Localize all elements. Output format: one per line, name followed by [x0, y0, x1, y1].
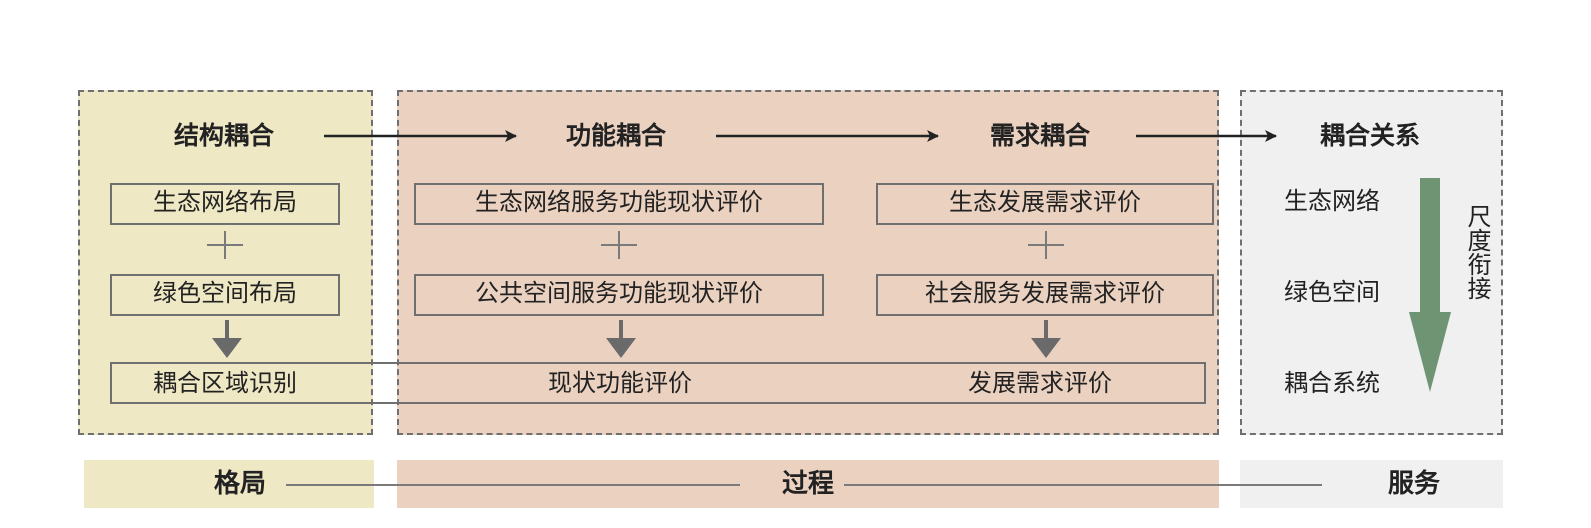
- plus-icon: [601, 231, 637, 259]
- green-space-layout-box: 绿色空间布局: [110, 274, 340, 316]
- coupling-relation-title: 耦合关系: [1319, 121, 1420, 150]
- process-label: 过程: [781, 469, 834, 499]
- plus-icon: [1028, 231, 1064, 259]
- scale-connection-label: 尺度衔接: [1463, 204, 1491, 300]
- public-space-service-status-box: 公共空间服务功能现状评价: [414, 274, 824, 316]
- down-arrow-icon: [1031, 320, 1061, 360]
- ecological-service-status-box: 生态网络服务功能现状评价: [414, 183, 824, 225]
- ecological-demand-box: 生态发展需求评价: [876, 183, 1214, 225]
- down-arrow-icon: [212, 320, 242, 360]
- service-label: 服务: [1387, 469, 1440, 499]
- function-demand-panel: [397, 90, 1219, 435]
- evaluation-result-box: [110, 362, 1206, 404]
- structure-coupling-title: 结构耦合: [173, 121, 274, 150]
- relation-panel: [1240, 90, 1503, 435]
- plus-icon: [207, 231, 243, 259]
- down-arrow-icon: [606, 320, 636, 360]
- development-demand-evaluation: 发展需求评价: [968, 369, 1112, 397]
- relation-ecological-network: 生态网络: [1284, 187, 1380, 215]
- social-service-demand-box: 社会服务发展需求评价: [876, 274, 1214, 316]
- function-coupling-title: 功能耦合: [565, 121, 666, 150]
- current-function-evaluation: 现状功能评价: [548, 369, 692, 397]
- ecological-network-layout-box: 生态网络布局: [110, 183, 340, 225]
- service-band: [1240, 460, 1503, 508]
- coupling-area-identification: 耦合区域识别: [153, 369, 297, 397]
- pattern-label: 格局: [213, 469, 266, 499]
- relation-coupling-system: 耦合系统: [1284, 369, 1380, 397]
- relation-green-space: 绿色空间: [1284, 278, 1380, 306]
- demand-coupling-title: 需求耦合: [989, 121, 1090, 150]
- structure-panel: [78, 90, 373, 435]
